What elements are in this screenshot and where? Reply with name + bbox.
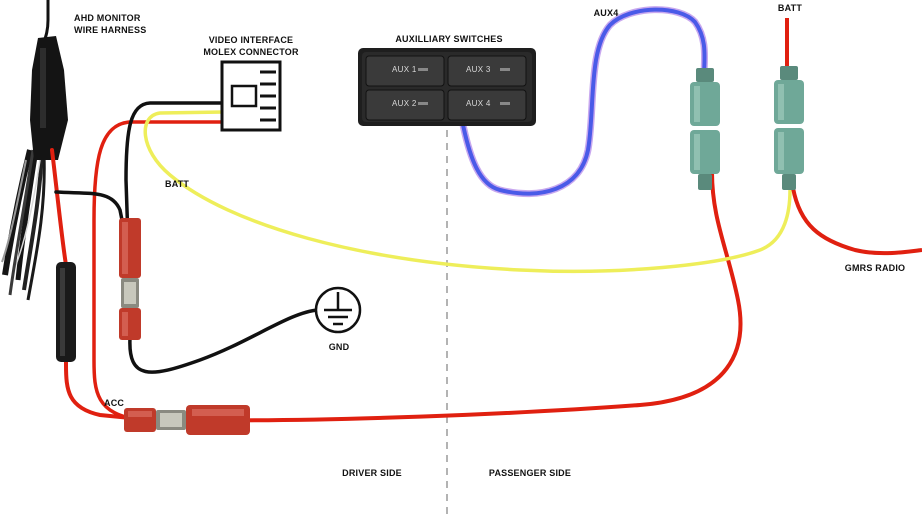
batt-right-label: BATT (778, 3, 802, 13)
passenger-side-label: PASSENGER SIDE (489, 468, 571, 478)
ground-symbol-icon (314, 286, 362, 334)
batt-red-wire-left (92, 120, 224, 422)
fuse-holder-batt (774, 66, 804, 190)
switch-aux-3-label: AUX 3 (466, 65, 491, 74)
switch-aux-4-label: AUX 4 (466, 99, 491, 108)
harness-label-line2: WIRE HARNESS (74, 25, 146, 35)
harness-cable (42, 0, 50, 43)
fuse-holder-aux4 (690, 68, 720, 190)
switch-aux-2[interactable]: AUX 2 (365, 89, 445, 121)
molex-connector (220, 60, 282, 132)
aux-switches-label: AUXILLIARY SWITCHES (395, 34, 502, 44)
butt-connector-acc (124, 405, 250, 435)
molex-label-line2: MOLEX CONNECTOR (203, 47, 299, 57)
harness-sleeve (30, 36, 68, 160)
gmrs-red-wire (791, 187, 922, 256)
aux4-wire-label: AUX4 (594, 8, 619, 18)
switch-aux-4[interactable]: AUX 4 (447, 89, 527, 121)
molex-label-line1: VIDEO INTERFACE (209, 35, 294, 45)
harness-bundle (1, 149, 46, 301)
ground-black-wire-molex (124, 101, 226, 242)
gnd-label: GND (329, 342, 350, 352)
switch-aux-3[interactable]: AUX 3 (447, 55, 527, 87)
harness-label-line1: AHD MONITOR (74, 13, 141, 23)
batt-yellow-wire (143, 110, 792, 274)
switch-aux-1-label: AUX 1 (392, 65, 417, 74)
acc-label: ACC (104, 398, 124, 408)
aux-switch-panel: AUX 1 AUX 3 AUX 2 AUX 4 (358, 48, 536, 126)
ground-black-wire-harness (54, 190, 128, 242)
batt-left-label: BATT (165, 179, 189, 189)
aux4-blue-wire-core (460, 7, 707, 196)
switch-aux-1[interactable]: AUX 1 (365, 55, 445, 87)
gmrs-radio-label: GMRS RADIO (845, 263, 906, 273)
butt-connector-ground (119, 218, 141, 340)
acc-red-wire (50, 148, 743, 423)
driver-side-label: DRIVER SIDE (342, 468, 402, 478)
switch-aux-2-label: AUX 2 (392, 99, 417, 108)
inline-fuse-acc (56, 262, 76, 362)
ground-black-wire-gnd (128, 308, 320, 374)
